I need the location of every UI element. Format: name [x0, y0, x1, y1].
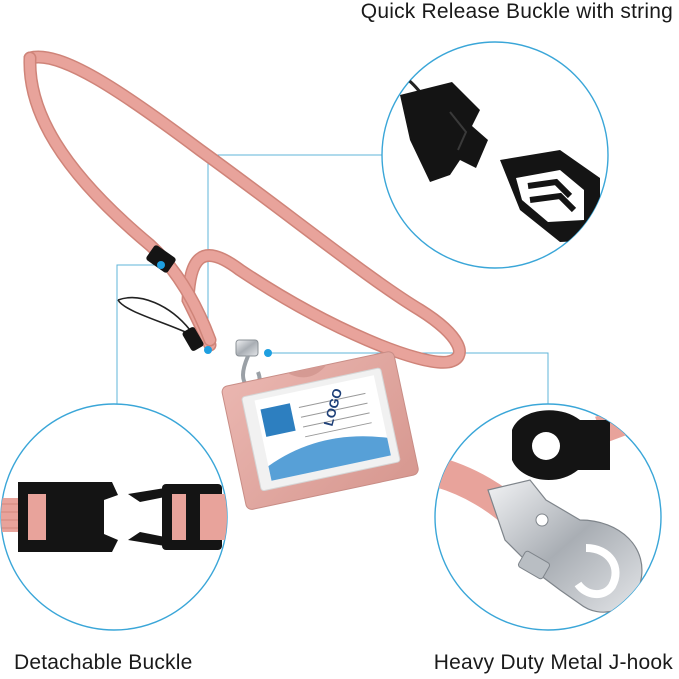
badge-holder: LOGO — [221, 351, 419, 510]
phone-string — [117, 296, 204, 351]
zoom-detachable-buckle — [0, 403, 228, 631]
caption-detachable-buckle: Detachable Buckle — [14, 651, 193, 674]
buckle-male-part — [400, 82, 488, 182]
detachable-buckle-small — [146, 245, 176, 273]
caption-j-hook: Heavy Duty Metal J-hook — [433, 651, 673, 674]
caption-quick-release: Quick Release Buckle with string — [360, 0, 673, 23]
hotspot-j-hook[interactable] — [264, 349, 272, 357]
hook-plastic-connector — [512, 410, 610, 481]
zoom-j-hook — [434, 403, 662, 631]
buckle-female-part — [500, 150, 600, 242]
hotspot-detachable[interactable] — [157, 261, 165, 269]
zoom-quick-release — [381, 41, 609, 269]
buckle-male-right — [128, 484, 227, 550]
hotspot-quick-release[interactable] — [204, 346, 212, 354]
lanyard-strap — [23, 50, 466, 369]
